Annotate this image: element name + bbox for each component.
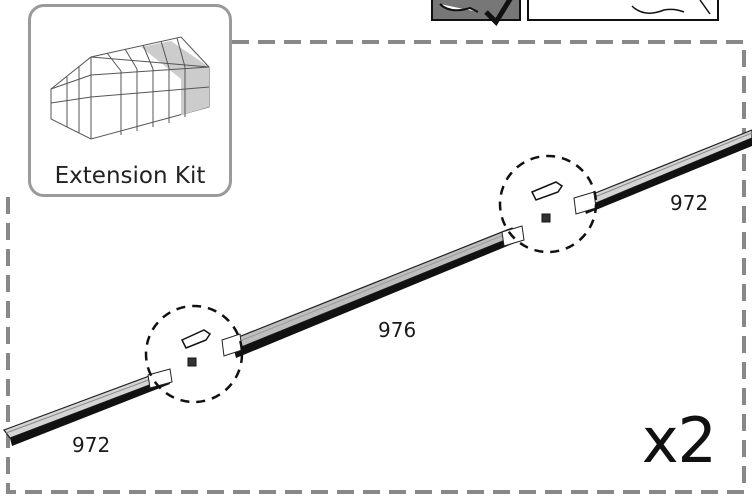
dashed-frame	[6, 40, 746, 494]
extension-kit-label: Extension Kit	[54, 163, 206, 189]
rail-right-length: 972	[670, 191, 709, 215]
extension-kit-panel: Extension Kit	[28, 4, 232, 197]
greenhouse-extension-icon	[50, 36, 210, 140]
rail-right-972	[573, 129, 752, 215]
rail-left-972	[3, 368, 173, 446]
connector-detail-left	[144, 304, 244, 404]
rail-middle-length: 976	[378, 318, 417, 342]
connector-detail-right	[498, 154, 598, 254]
quantity-label: x2	[641, 404, 717, 477]
hint-thumbnails	[431, 0, 719, 27]
checkmark-icon	[484, 0, 513, 27]
rail-middle-976	[221, 225, 525, 358]
rail-left-length: 972	[72, 433, 111, 457]
